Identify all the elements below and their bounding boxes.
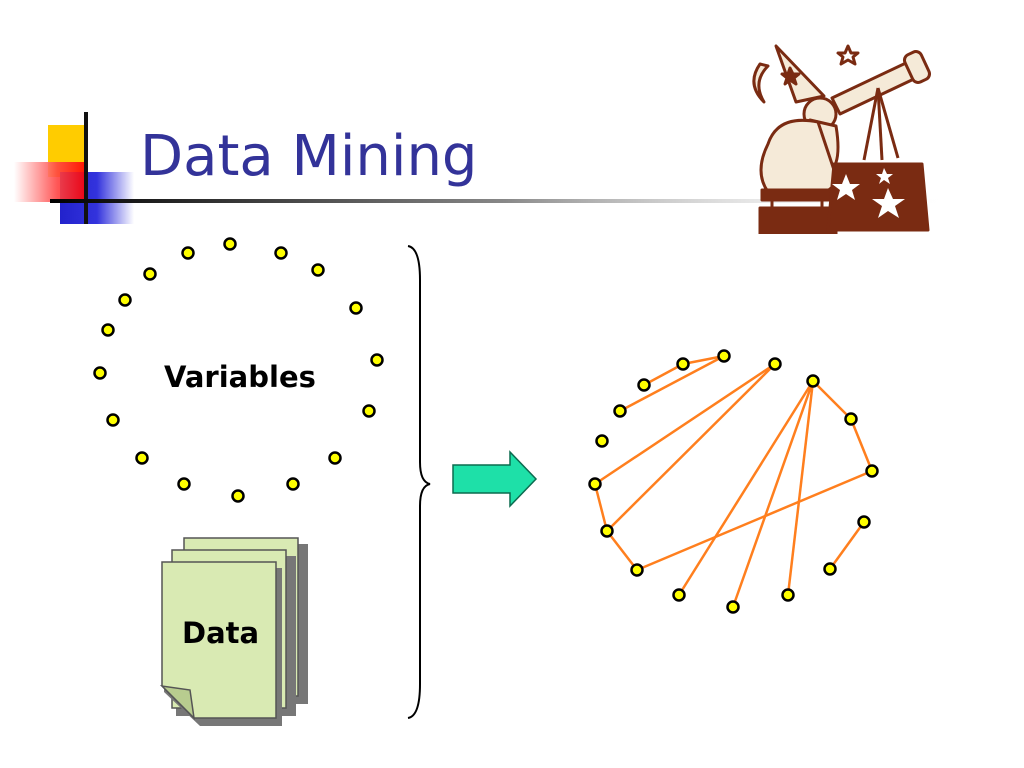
network-edge xyxy=(812,380,852,420)
data-label: Data xyxy=(182,616,260,650)
network-edge xyxy=(636,469,873,572)
variable-node xyxy=(362,404,376,418)
network-edge xyxy=(731,380,815,608)
network-node xyxy=(823,562,837,576)
network-node xyxy=(630,563,644,577)
network-node xyxy=(676,357,690,371)
variable-node xyxy=(177,477,191,491)
variable-node xyxy=(135,451,149,465)
variable-node xyxy=(118,293,132,307)
variable-node xyxy=(286,477,300,491)
variable-node xyxy=(181,246,195,260)
network-node xyxy=(672,588,686,602)
network-node xyxy=(588,477,602,491)
network-edge xyxy=(606,530,638,571)
variable-node xyxy=(328,451,342,465)
network-node xyxy=(857,515,871,529)
title-underline xyxy=(50,199,960,203)
network-node xyxy=(717,349,731,363)
variable-node xyxy=(143,267,157,281)
variable-node xyxy=(274,246,288,260)
network-edge xyxy=(606,363,776,532)
network-node xyxy=(726,600,740,614)
network-node xyxy=(781,588,795,602)
variable-node xyxy=(370,353,384,367)
network-node xyxy=(595,434,609,448)
slide-title: Data Mining xyxy=(140,124,478,189)
network-node xyxy=(806,374,820,388)
variable-node xyxy=(223,237,237,251)
variable-node xyxy=(349,301,363,315)
network-node xyxy=(865,464,879,478)
variable-node xyxy=(106,413,120,427)
wizard-telescope-icon xyxy=(752,44,932,234)
network-edge xyxy=(682,354,725,366)
network-edge xyxy=(619,354,725,413)
network-edge xyxy=(828,521,866,570)
vertical-rule xyxy=(84,112,88,224)
network-node xyxy=(613,404,627,418)
network-edge xyxy=(594,362,776,486)
variables-label: Variables xyxy=(164,360,316,394)
variable-node xyxy=(101,323,115,337)
document-stack-icon xyxy=(159,537,308,726)
network-edge xyxy=(786,380,815,596)
red-square xyxy=(14,162,86,202)
right-brace-icon xyxy=(407,245,431,719)
network-node xyxy=(768,357,782,371)
network-node xyxy=(600,524,614,538)
network-edge xyxy=(849,418,874,472)
network-edge xyxy=(593,483,609,532)
variable-node xyxy=(311,263,325,277)
network-edge xyxy=(643,362,684,387)
variable-node xyxy=(93,366,107,380)
network-node xyxy=(844,412,858,426)
variable-node xyxy=(231,489,245,503)
network-node xyxy=(637,378,651,392)
right-arrow-icon xyxy=(452,450,538,508)
network-edge xyxy=(677,380,815,596)
